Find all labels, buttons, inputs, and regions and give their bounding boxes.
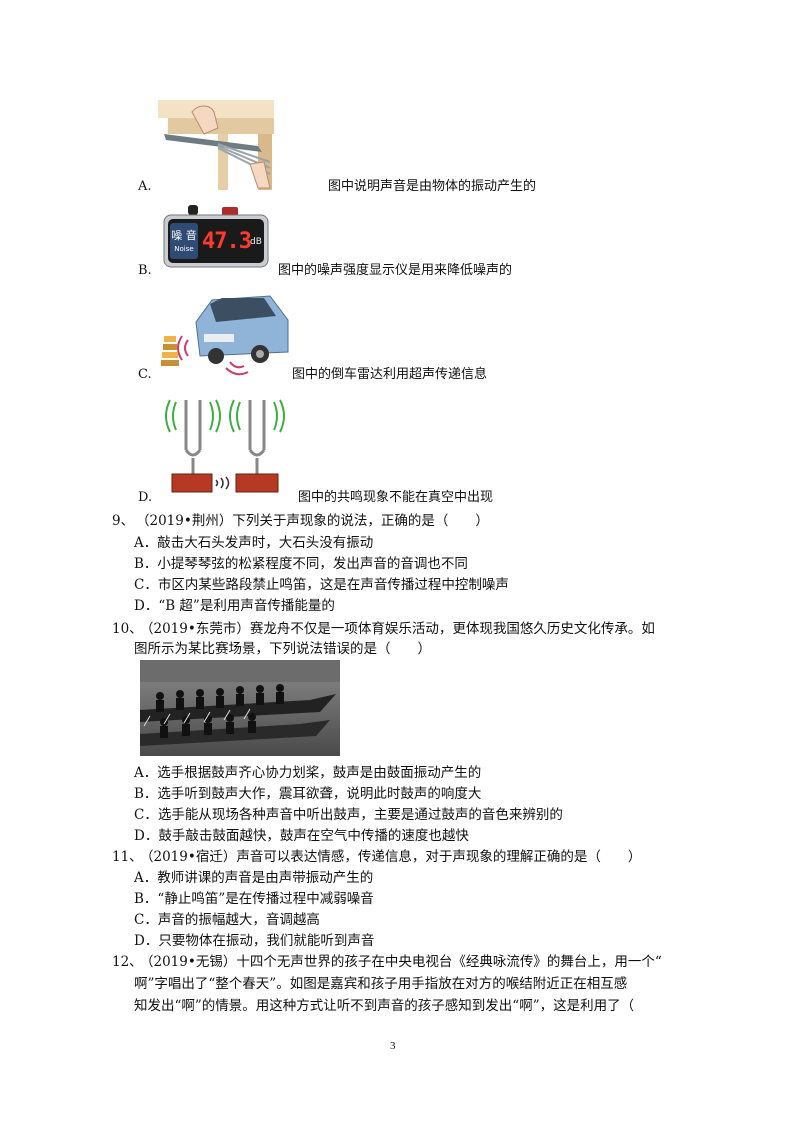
answer-option: A．选手根据鼓声齐心协力划桨，鼓声是由鼓面振动产生的 — [134, 765, 482, 781]
question-number: 11、 — [112, 849, 143, 865]
question-stem: 图所示为某比赛场景，下列说法错误的是（ ） — [134, 641, 431, 657]
answer-option: D．“B 超”是利用声音传播能量的 — [134, 598, 335, 614]
answer-option: D．只要物体在振动，我们就能听到声音 — [134, 933, 375, 949]
noise-badge-line2: Noise — [174, 245, 194, 253]
figure-option-caption: 图中说明声音是由物体的振动产生的 — [328, 179, 537, 194]
answer-option: D．鼓手敲击鼓面越快，鼓声在空气中传播的速度也越快 — [134, 828, 469, 844]
question-number: 12、 — [112, 954, 143, 970]
page-number: 3 — [390, 1040, 396, 1052]
noise-reading: 47.3 — [202, 229, 252, 254]
figure-option-label: C. — [138, 367, 152, 382]
figure-option-caption: 图中的噪声强度显示仪是用来降低噪声的 — [278, 263, 513, 278]
question-stem: （2019•无锡）十四个无声世界的孩子在中央电视台《经典咏流传》的舞台上，用一个… — [140, 954, 662, 970]
answer-option: A．教师讲课的声音是由声带振动产生的 — [134, 870, 374, 886]
dragon-boat-race-photo — [140, 660, 340, 756]
figure-option-label: B. — [138, 263, 152, 278]
answer-option: C．市区内某些路段禁止鸣笛，这是在声音传播过程中控制噪声 — [134, 577, 509, 593]
question-number: 9、 — [112, 513, 135, 529]
figure-option-caption: 图中的共鸣现象不能在真空中出现 — [298, 490, 494, 505]
question-stem: （2019•东莞市）赛龙舟不仅是一项体育娱乐活动，更体现我国悠久历史文化传承。如 — [140, 621, 655, 637]
figure-option-label: A. — [138, 179, 152, 194]
noise-badge-line1: 噪 音 — [171, 229, 197, 242]
question-stem: 知发出“啊”的情景。用这种方式让听不到声音的孩子感知到发出“啊”，这是利用了（ — [134, 998, 635, 1014]
answer-option: B．“静止鸣笛”是在传播过程中减弱噪音 — [134, 891, 374, 907]
answer-option: C．选手能从现场各种声音中听出鼓声，主要是通过鼓声的音色来辨别的 — [134, 807, 563, 823]
tuning-fork-resonance-figure — [158, 392, 294, 496]
question-stem: 啊”字唱出了“整个春天”。如图是嘉宾和孩子用手指放在对方的喉结附近正在相互感 — [134, 976, 628, 992]
question-stem: （2019•宿迁）声音可以表达情感，传递信息，对于声现象的理解正确的是（ ） — [140, 849, 642, 865]
car-reversing-radar-figure — [160, 292, 290, 378]
answer-option: B．小提琴琴弦的松紧程度不同，发出声音的音调也不同 — [134, 556, 468, 572]
noise-unit: dB — [250, 237, 262, 247]
question-stem: （2019•荆州）下列关于声现象的说法，正确的是（ ） — [136, 513, 489, 529]
answer-option: C．声音的振幅越大，音调越高 — [134, 912, 320, 928]
answer-option: A．敲击大石头发声时，大石头没有振动 — [134, 535, 374, 551]
answer-option: B．选手听到鼓声大作，震耳欲聋，说明此时鼓声的响度大 — [134, 786, 482, 802]
figure-option-caption: 图中的倒车雷达利用超声传递信息 — [292, 367, 488, 382]
figure-option-label: D. — [138, 490, 153, 505]
question-number: 10、 — [112, 621, 143, 637]
ruler-on-table-vibrating-figure — [158, 100, 274, 190]
noise-meter-display-figure: 噪 音 Noise 47.3 dB — [160, 203, 270, 271]
